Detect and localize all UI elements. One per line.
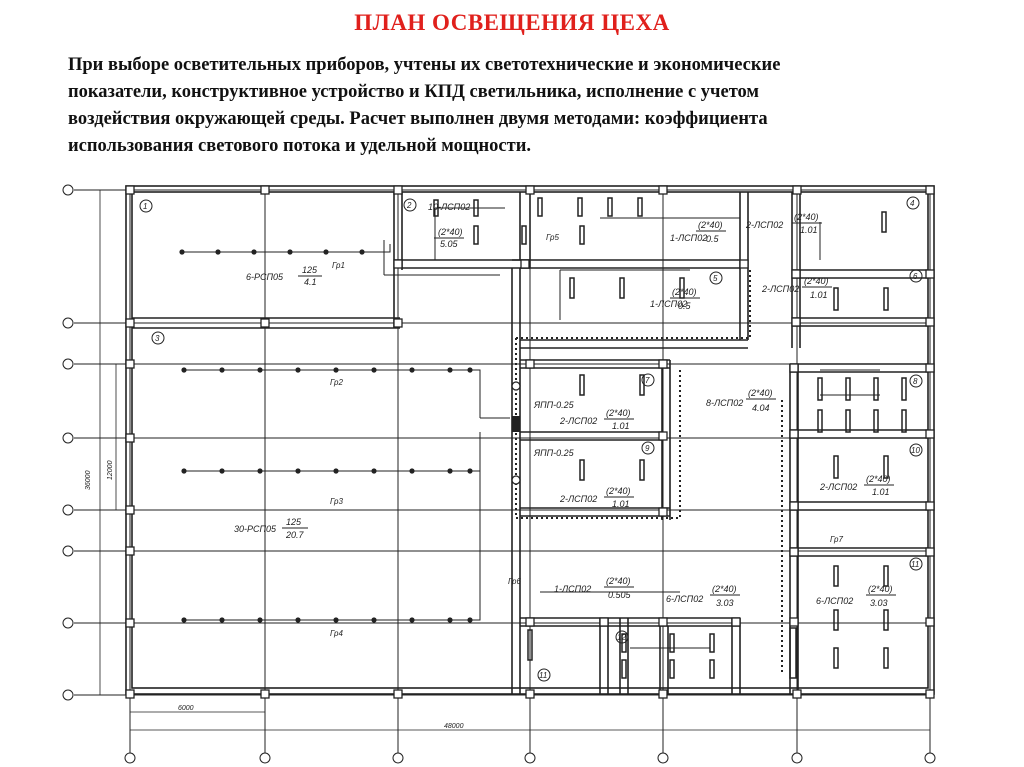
fixtures-lsp02	[433, 197, 907, 679]
svg-text:2-ЛСП02: 2-ЛСП02	[761, 284, 799, 294]
svg-text:6-ЛСП02: 6-ЛСП02	[816, 596, 853, 606]
svg-text:7: 7	[645, 376, 650, 385]
grid-axes	[62, 184, 936, 764]
svg-text:1: 1	[143, 202, 147, 211]
svg-text:ЯПП-0.25: ЯПП-0.25	[533, 400, 575, 410]
svg-text:2-ЛСП02: 2-ЛСП02	[745, 220, 783, 230]
svg-text:11: 11	[539, 671, 547, 680]
svg-text:1.01: 1.01	[872, 487, 890, 497]
svg-text:20.7: 20.7	[285, 530, 305, 540]
svg-text:0.5: 0.5	[706, 234, 720, 244]
svg-text:0.5: 0.5	[678, 301, 692, 311]
svg-text:6000: 6000	[178, 705, 194, 712]
svg-text:12: 12	[617, 633, 626, 642]
svg-text:Гр1: Гр1	[332, 261, 345, 270]
svg-text:11: 11	[911, 560, 919, 569]
svg-text:48000: 48000	[444, 723, 464, 730]
svg-text:8-ЛСП02: 8-ЛСП02	[706, 398, 743, 408]
group-labels: Гр1 Гр2 Гр3 Гр4 Гр5 Гр6 Гр7	[330, 233, 843, 638]
svg-text:Гр4: Гр4	[330, 629, 343, 638]
svg-text:2-ЛСП02: 2-ЛСП02	[819, 482, 857, 492]
room-numbers	[139, 196, 923, 682]
dimensions	[99, 190, 930, 731]
lighting-floor-plan: 1 2 3 4 5 6 7 8 9 10 11 11 12 6-РСП05 12…	[62, 184, 936, 764]
svg-text:10: 10	[911, 446, 920, 455]
svg-text:5: 5	[713, 274, 718, 283]
svg-text:1-ЛСП02: 1-ЛСП02	[554, 584, 591, 594]
svg-text:125: 125	[302, 265, 318, 275]
fixture-labels: 6-РСП05 125 4.1 30-РСП05 125 20.7 10-ЛСП…	[234, 202, 896, 608]
svg-text:1.01: 1.01	[612, 499, 630, 509]
busbar-lines	[515, 270, 783, 675]
svg-text:8: 8	[913, 377, 918, 386]
svg-text:Гр7: Гр7	[830, 535, 843, 544]
svg-text:3: 3	[155, 334, 160, 343]
svg-text:9: 9	[645, 444, 650, 453]
svg-text:4.1: 4.1	[304, 277, 317, 287]
dimension-labels: 6000 48000 36000 12000	[85, 460, 464, 730]
svg-text:Гр2: Гр2	[330, 378, 343, 387]
svg-text:10-ЛСП02: 10-ЛСП02	[428, 202, 470, 212]
svg-text:2-ЛСП02: 2-ЛСП02	[559, 494, 597, 504]
svg-text:(2*40): (2*40)	[748, 388, 773, 398]
panel-boards	[511, 381, 521, 485]
svg-text:3.03: 3.03	[870, 598, 888, 608]
svg-text:6-РСП05: 6-РСП05	[246, 272, 284, 282]
room-number-labels: 1 2 3 4 5 6 7 8 9 10 11 11 12	[143, 199, 920, 680]
svg-text:ЯПП-0.25: ЯПП-0.25	[533, 448, 575, 458]
svg-text:125: 125	[286, 517, 302, 527]
svg-text:(2*40): (2*40)	[698, 220, 723, 230]
svg-text:3.03: 3.03	[716, 598, 734, 608]
svg-text:4.04: 4.04	[752, 403, 770, 413]
svg-text:2: 2	[406, 201, 412, 210]
svg-text:(2*40): (2*40)	[606, 408, 631, 418]
wiring	[180, 207, 880, 649]
svg-text:(2*40): (2*40)	[606, 576, 631, 586]
description-line: показатели, конструктивное устройство и …	[68, 82, 760, 102]
svg-text:1.01: 1.01	[612, 421, 630, 431]
svg-text:1-ЛСП02: 1-ЛСП02	[650, 299, 687, 309]
fixtures-rsp05	[179, 249, 473, 623]
svg-text:1-ЛСП02: 1-ЛСП02	[670, 233, 707, 243]
svg-text:(2*40): (2*40)	[868, 584, 893, 594]
svg-text:12000: 12000	[107, 460, 114, 480]
svg-text:30-РСП05: 30-РСП05	[234, 524, 277, 534]
svg-text:6: 6	[913, 272, 918, 281]
svg-text:(2*40): (2*40)	[866, 474, 891, 484]
svg-text:36000: 36000	[85, 470, 92, 490]
page-title: ПЛАН ОСВЕЩЕНИЯ ЦЕХА	[354, 10, 670, 35]
description-line: использования светового потока и удельно…	[68, 136, 532, 156]
svg-text:(2*40): (2*40)	[804, 276, 829, 286]
svg-text:Гр6: Гр6	[508, 577, 521, 586]
svg-text:(2*40): (2*40)	[672, 287, 697, 297]
svg-text:(2*40): (2*40)	[794, 212, 819, 222]
svg-text:(2*40): (2*40)	[606, 486, 631, 496]
svg-text:Гр5: Гр5	[546, 233, 559, 242]
description-line: При выборе осветительных приборов, учтен…	[68, 55, 781, 75]
svg-text:1.01: 1.01	[810, 290, 828, 300]
svg-text:0.505: 0.505	[608, 590, 632, 600]
svg-text:4: 4	[910, 199, 915, 208]
svg-text:2-ЛСП02: 2-ЛСП02	[559, 416, 597, 426]
svg-text:(2*40): (2*40)	[712, 584, 737, 594]
svg-text:6-ЛСП02: 6-ЛСП02	[666, 594, 703, 604]
description-line: воздействия окружающей среды. Расчет вып…	[68, 109, 768, 129]
svg-text:(2*40): (2*40)	[438, 227, 463, 237]
svg-text:Гр3: Гр3	[330, 497, 343, 506]
svg-text:5.05: 5.05	[440, 239, 459, 249]
description-text: При выборе осветительных приборов, учтен…	[68, 52, 968, 160]
svg-text:1.01: 1.01	[800, 225, 818, 235]
